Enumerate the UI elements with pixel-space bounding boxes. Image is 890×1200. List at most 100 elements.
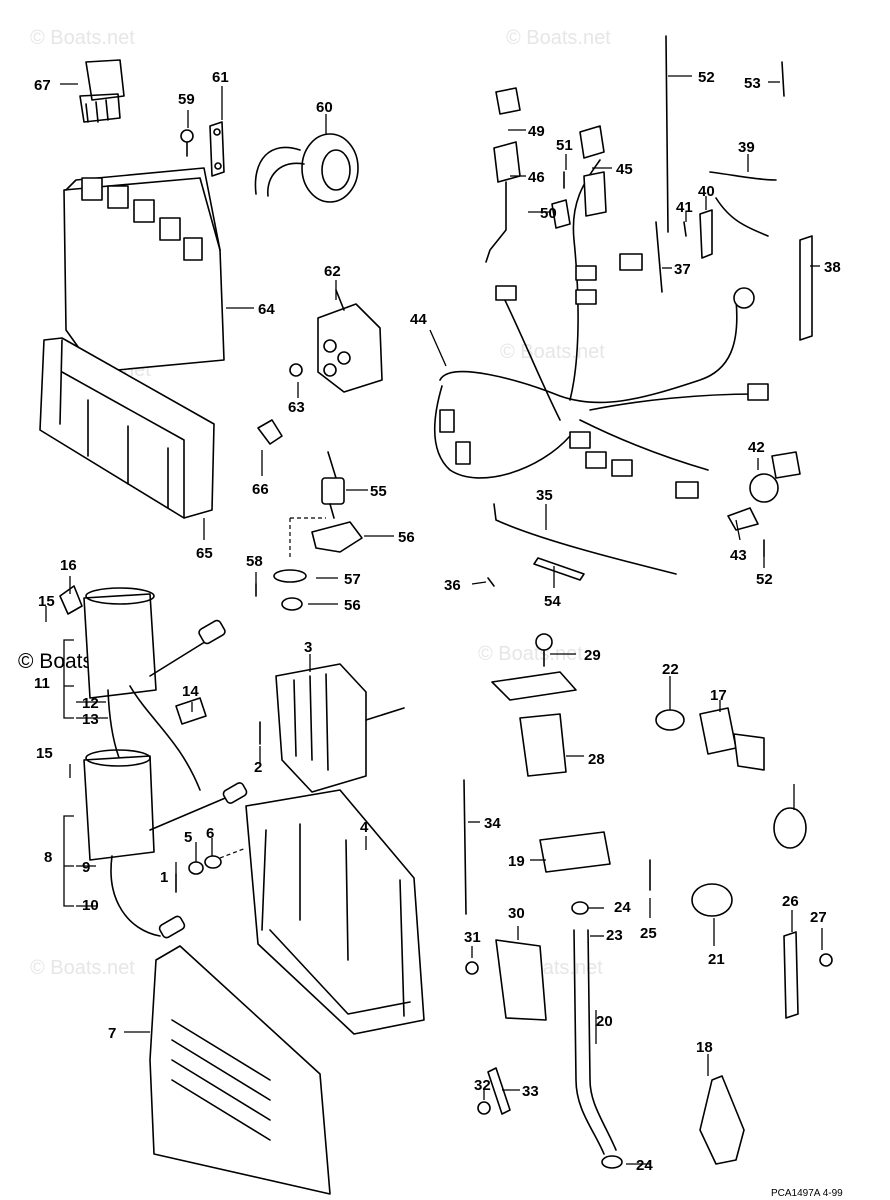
part-60-bolt <box>180 129 194 157</box>
part-58-washer <box>273 569 307 583</box>
callout-5: 5 <box>184 829 192 846</box>
part-3-regulator <box>275 663 405 793</box>
part-44-clamp <box>727 507 759 531</box>
callout-63: 63 <box>288 399 305 416</box>
part-37-screw <box>487 577 495 587</box>
part-20-hose <box>573 929 605 1155</box>
callout-52: 52 <box>698 69 715 86</box>
callout-66: 66 <box>252 481 269 498</box>
callout-15: 15 <box>38 593 55 610</box>
part-39-clip <box>799 235 813 341</box>
part-19-sensor <box>539 831 611 873</box>
callout-31: 31 <box>464 929 481 946</box>
callout-52: 52 <box>756 571 773 588</box>
part-5-washer <box>188 861 204 875</box>
callout-60: 60 <box>316 99 333 116</box>
callout-45: 45 <box>616 161 633 178</box>
callout-56: 56 <box>398 529 415 546</box>
callout-16: 16 <box>60 557 77 574</box>
part-34-link <box>487 1067 511 1115</box>
callout-40: 40 <box>698 183 715 200</box>
part-43-sensor <box>749 451 801 503</box>
part-16-bracket <box>59 585 83 615</box>
part-66-holder <box>39 337 215 519</box>
callout-2: 2 <box>254 759 262 776</box>
callout-13: 13 <box>82 711 99 728</box>
callout-61: 61 <box>212 69 229 86</box>
callout-46: 46 <box>528 169 545 186</box>
part-24-clamp-lower <box>601 1155 623 1169</box>
callout-53: 53 <box>744 75 761 92</box>
part-31-switch <box>495 939 547 1021</box>
callout-56: 56 <box>344 597 361 614</box>
callout-24: 24 <box>614 899 631 916</box>
part-55-tube <box>781 61 785 97</box>
part-64-cap <box>289 363 303 377</box>
callout-62: 62 <box>324 263 341 280</box>
part-18-sensor <box>699 1075 745 1165</box>
part-51-clip <box>551 199 571 229</box>
callout-28: 28 <box>588 751 605 768</box>
callout-54: 54 <box>544 593 561 610</box>
part-65-control-unit <box>63 167 225 373</box>
callout-59: 59 <box>178 91 195 108</box>
part-54-rod <box>533 557 585 581</box>
callout-21: 21 <box>708 951 725 968</box>
part-40-wire <box>709 171 777 181</box>
callout-50: 50 <box>540 205 557 222</box>
callout-29: 29 <box>584 647 601 664</box>
callout-27: 27 <box>810 909 827 926</box>
part-32-screw <box>465 961 479 975</box>
callout-39: 39 <box>738 139 755 156</box>
part-drawings <box>39 35 833 1195</box>
part-7-cover <box>149 945 331 1195</box>
callout-8: 8 <box>44 849 52 866</box>
part-30-screw <box>535 633 553 651</box>
part-29-sensor <box>491 671 577 777</box>
part-61-switch <box>254 133 359 203</box>
part-6-nut <box>204 855 222 869</box>
callout-58: 58 <box>246 553 263 570</box>
part-24-clamp <box>571 901 589 915</box>
callout-65: 65 <box>196 545 213 562</box>
part-41-bracket <box>699 209 713 259</box>
callout-55: 55 <box>370 483 387 500</box>
callout-30: 30 <box>508 905 525 922</box>
drawing-code: PCA1497A 4-99 <box>771 1188 843 1199</box>
callout-32: 32 <box>474 1077 491 1094</box>
part-56-nut <box>281 597 303 611</box>
callout-24: 24 <box>636 1157 653 1174</box>
part-38-wire <box>655 221 663 293</box>
callout-34: 34 <box>484 815 501 832</box>
part-22-washer <box>655 709 685 731</box>
callout-38: 38 <box>824 259 841 276</box>
callout-51: 51 <box>556 137 573 154</box>
callout-18: 18 <box>696 1039 713 1056</box>
watermark: © Boats.net <box>506 27 611 49</box>
callout-9: 9 <box>82 859 90 876</box>
part-45-wiring-harness <box>433 159 769 499</box>
callout-41: 41 <box>676 199 693 216</box>
callout-36: 36 <box>444 577 461 594</box>
part-25-clamp <box>773 807 807 849</box>
watermark: © Boats.net <box>478 643 583 665</box>
callout-49: 49 <box>528 123 545 140</box>
part-57-bracket <box>311 521 363 553</box>
part-63-rectifier <box>317 289 383 393</box>
callout-33: 33 <box>522 1083 539 1100</box>
callout-22: 22 <box>662 661 679 678</box>
part-46-connectors <box>579 125 607 217</box>
part-35-cable-tie <box>463 779 467 915</box>
callout-4: 4 <box>360 819 369 836</box>
callout-43: 43 <box>730 547 747 564</box>
part-4-mounting-bracket <box>245 789 425 1035</box>
part-27-bracket <box>783 931 799 1019</box>
callout-1: 1 <box>160 869 168 886</box>
part-68-relay <box>79 59 125 123</box>
callout-10: 10 <box>82 897 99 914</box>
part-67-clip <box>257 419 283 445</box>
callout-26: 26 <box>782 893 799 910</box>
callout-19: 19 <box>508 853 525 870</box>
callout-12: 12 <box>82 695 99 712</box>
